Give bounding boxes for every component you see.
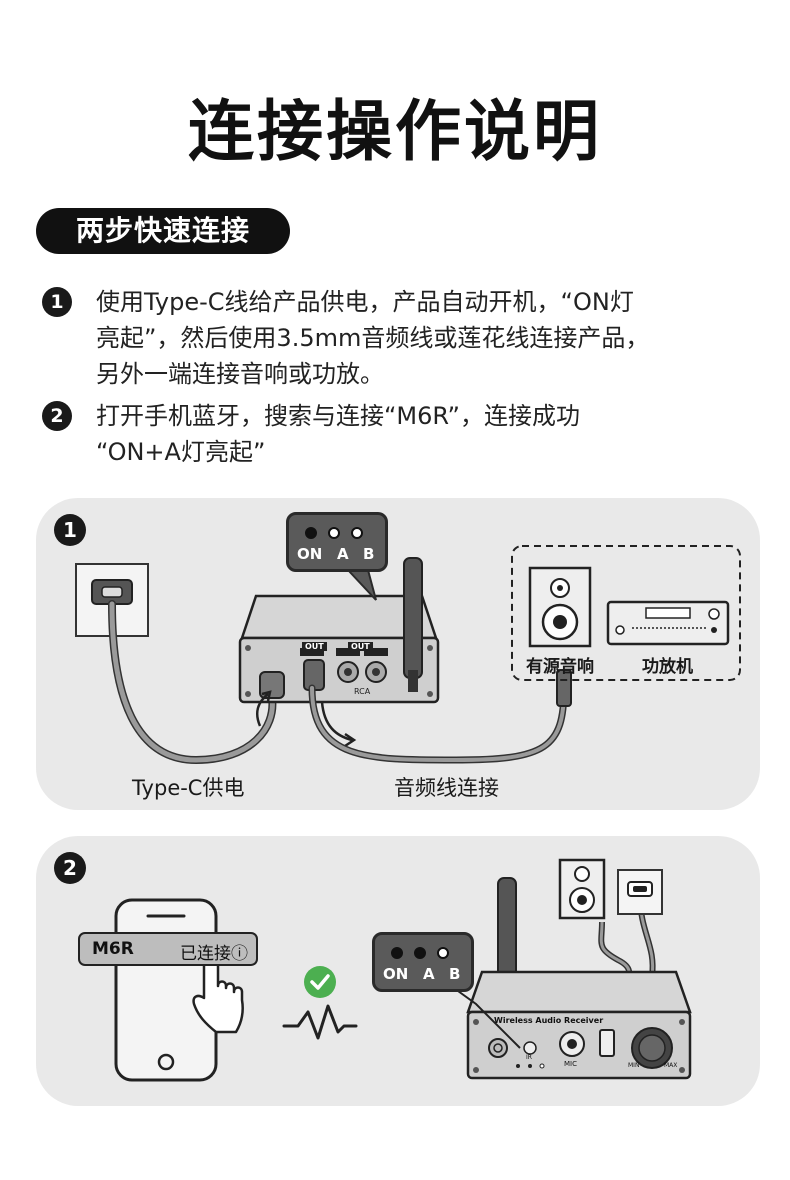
led-indicator-box: ON A B bbox=[372, 932, 474, 992]
step-2: 2 打开手机蓝牙，搜索与连接“M6R”，连接成功 “ON+A灯亮起” bbox=[42, 398, 580, 470]
step-text: 使用Type-C线给产品供电，产品自动开机，“ON灯 亮起”，然后使用3.5mm… bbox=[96, 284, 649, 392]
max-label: MAX bbox=[664, 1062, 678, 1069]
phone-icon bbox=[114, 898, 218, 1082]
signal-wave-icon bbox=[282, 1004, 358, 1040]
device-name: M6R bbox=[92, 939, 134, 959]
step-line: 打开手机蓝牙，搜索与连接“M6R”，连接成功 bbox=[96, 402, 580, 430]
receiver-device-icon bbox=[238, 557, 440, 704]
led-a-indicator bbox=[328, 527, 340, 539]
speaker-label: 有源音响 bbox=[526, 657, 594, 677]
step-text: 打开手机蓝牙，搜索与连接“M6R”，连接成功 “ON+A灯亮起” bbox=[96, 398, 580, 470]
diagram-panel-2: 2 M6R 已连接ⓘ ON A B Wireless Audio Receive… bbox=[36, 836, 760, 1106]
led-label: B bbox=[363, 545, 375, 563]
amplifier-label: 功放机 bbox=[642, 657, 693, 677]
arrow-power bbox=[256, 693, 269, 727]
speaker-icon bbox=[558, 858, 606, 920]
check-icon bbox=[304, 966, 336, 998]
led-label: ON bbox=[383, 965, 409, 983]
connection-diagram-1 bbox=[75, 545, 741, 765]
page-title: 连接操作说明 bbox=[188, 93, 602, 170]
ir-label: IR bbox=[526, 1054, 532, 1061]
panel-number-badge: 2 bbox=[54, 852, 86, 884]
step-line: 亮起”，然后使用3.5mm音频线或莲花线连接产品， bbox=[96, 324, 650, 352]
step-1: 1 使用Type-C线给产品供电，产品自动开机，“ON灯 亮起”，然后使用3.5… bbox=[42, 284, 649, 392]
step-line: 另外一端连接音响或功放。 bbox=[96, 360, 384, 388]
wall-socket-icon bbox=[617, 869, 663, 915]
section-pill: 两步快速连接 bbox=[36, 208, 290, 254]
port-label: OUT bbox=[302, 642, 327, 651]
audio-label: 音频线连接 bbox=[394, 776, 499, 800]
panel-number-badge: 1 bbox=[54, 514, 86, 546]
output-device-group bbox=[511, 545, 741, 681]
led-label: A bbox=[423, 965, 435, 983]
led-a-indicator bbox=[414, 947, 426, 959]
hand-pointer-icon bbox=[192, 958, 244, 1034]
receiver-device-icon bbox=[466, 970, 692, 1080]
step-line: “ON+A灯亮起” bbox=[96, 438, 266, 466]
min-label: MIN bbox=[628, 1062, 640, 1069]
led-label: A bbox=[337, 545, 349, 563]
step-line: 使用Type-C线给产品供电，产品自动开机，“ON灯 bbox=[96, 288, 634, 316]
led-on-indicator bbox=[305, 527, 317, 539]
arrow-audio bbox=[320, 701, 353, 742]
led-label: B bbox=[449, 965, 461, 983]
step-number-badge: 2 bbox=[42, 401, 72, 431]
led-label: ON bbox=[297, 545, 323, 563]
rca-label: RCA bbox=[354, 687, 371, 696]
led-on-indicator bbox=[391, 947, 403, 959]
receiver-name-text: Wireless Audio Receiver bbox=[494, 1016, 604, 1025]
led-indicator-box: ON A B bbox=[286, 512, 388, 572]
speaker-icon bbox=[528, 566, 592, 648]
power-label: Type-C供电 bbox=[132, 776, 245, 800]
diagram-panel-1: 1 ON A B 有源音响 功放机 Type-C供电 音频线连接 OUT OUT… bbox=[36, 498, 760, 810]
bluetooth-device-row[interactable]: M6R 已连接ⓘ bbox=[78, 932, 258, 966]
mic-label: MIC bbox=[564, 1060, 577, 1068]
port-label: OUT bbox=[348, 642, 373, 651]
connection-status: 已连接ⓘ bbox=[180, 944, 248, 964]
amplifier-icon bbox=[606, 600, 730, 646]
step-number-badge: 1 bbox=[42, 287, 72, 317]
led-b-indicator bbox=[351, 527, 363, 539]
led-b-indicator bbox=[437, 947, 449, 959]
